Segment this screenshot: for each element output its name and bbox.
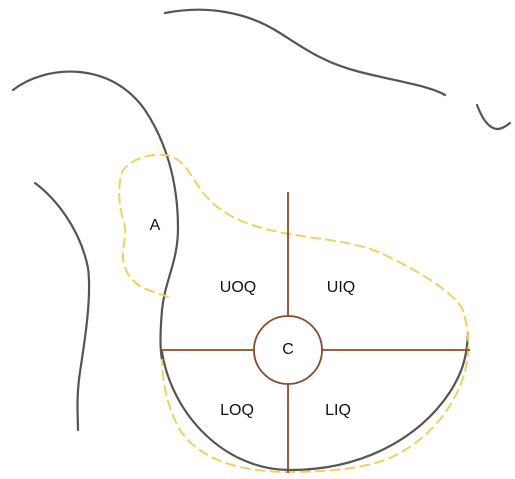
label-upper-outer-quadrant: UOQ	[220, 279, 256, 296]
label-axilla: A	[150, 217, 161, 234]
neck-outline	[165, 10, 445, 95]
label-lower-inner-quadrant: LIQ	[325, 402, 351, 419]
arm-inner-outline	[35, 183, 89, 430]
shoulder-outline	[477, 105, 510, 129]
label-central: C	[282, 341, 294, 358]
label-lower-outer-quadrant: LOQ	[220, 402, 254, 419]
arm-outer-outline	[13, 72, 178, 360]
label-upper-inner-quadrant: UIQ	[327, 279, 355, 296]
breast-tissue-boundary	[119, 155, 468, 472]
